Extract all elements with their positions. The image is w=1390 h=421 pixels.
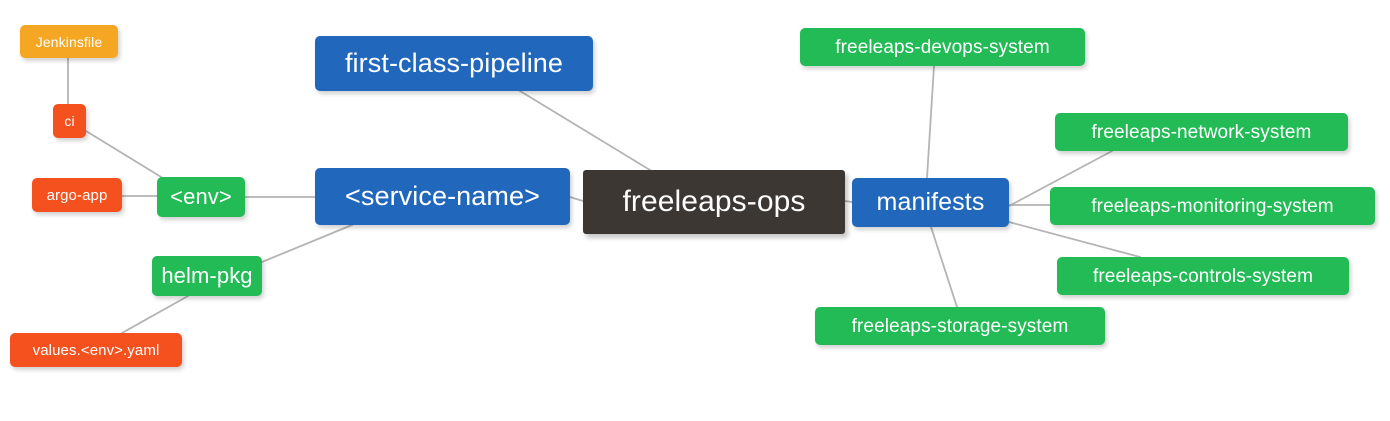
edge-freeleaps-ops-to-first-class-pipeline — [519, 90, 651, 171]
node-label: manifests — [876, 188, 985, 216]
edge-manifests-to-freeleaps-devops-system — [926, 65, 935, 179]
node-label: first-class-pipeline — [344, 48, 564, 78]
node-label: freeleaps-network-system — [1091, 121, 1312, 143]
node-label: ci — [64, 113, 75, 129]
edge-helm-pkg-to-values-env-yaml — [121, 295, 189, 334]
edge-manifests-to-freeleaps-controls-system — [1008, 221, 1141, 258]
node-label: <env> — [170, 184, 232, 209]
node-freeleaps-monitoring-system[interactable]: freeleaps-monitoring-system — [1050, 187, 1375, 225]
node-label: Jenkinsfile — [35, 33, 103, 50]
edge-service-name-to-helm-pkg — [261, 224, 353, 263]
node-service-name[interactable]: <service-name> — [315, 168, 570, 225]
node-label: <service-name> — [345, 181, 540, 211]
edge-manifests-to-freeleaps-storage-system — [930, 226, 958, 308]
node-label: helm-pkg — [161, 263, 253, 288]
node-freeleaps-storage-system[interactable]: freeleaps-storage-system — [815, 307, 1105, 345]
edge-freeleaps-ops-to-manifests — [844, 200, 853, 203]
node-label: values.<env>.yaml — [32, 341, 160, 359]
node-label: freeleaps-controls-system — [1092, 265, 1314, 287]
edge-env-to-ci — [85, 130, 167, 181]
node-label: argo-app — [46, 186, 108, 204]
node-freeleaps-controls-system[interactable]: freeleaps-controls-system — [1057, 257, 1349, 295]
node-freeleaps-network-system[interactable]: freeleaps-network-system — [1055, 113, 1348, 151]
node-label: freeleaps-storage-system — [851, 315, 1069, 337]
node-jenkinsfile[interactable]: Jenkinsfile — [20, 25, 118, 58]
node-argo-app[interactable]: argo-app — [32, 178, 122, 212]
node-freeleaps-devops-system[interactable]: freeleaps-devops-system — [800, 28, 1085, 66]
node-first-class-pipeline[interactable]: first-class-pipeline — [315, 36, 593, 91]
node-env[interactable]: <env> — [157, 177, 245, 217]
node-ci[interactable]: ci — [53, 104, 86, 138]
edge-freeleaps-ops-to-service-name — [569, 196, 584, 202]
node-manifests[interactable]: manifests — [852, 178, 1009, 227]
node-freeleaps-ops[interactable]: freeleaps-ops — [583, 170, 845, 234]
node-label: freeleaps-devops-system — [835, 36, 1050, 58]
node-helm-pkg[interactable]: helm-pkg — [152, 256, 262, 296]
node-label: freeleaps-monitoring-system — [1091, 195, 1334, 217]
node-values-env-yaml[interactable]: values.<env>.yaml — [10, 333, 182, 367]
node-label: freeleaps-ops — [622, 185, 806, 218]
